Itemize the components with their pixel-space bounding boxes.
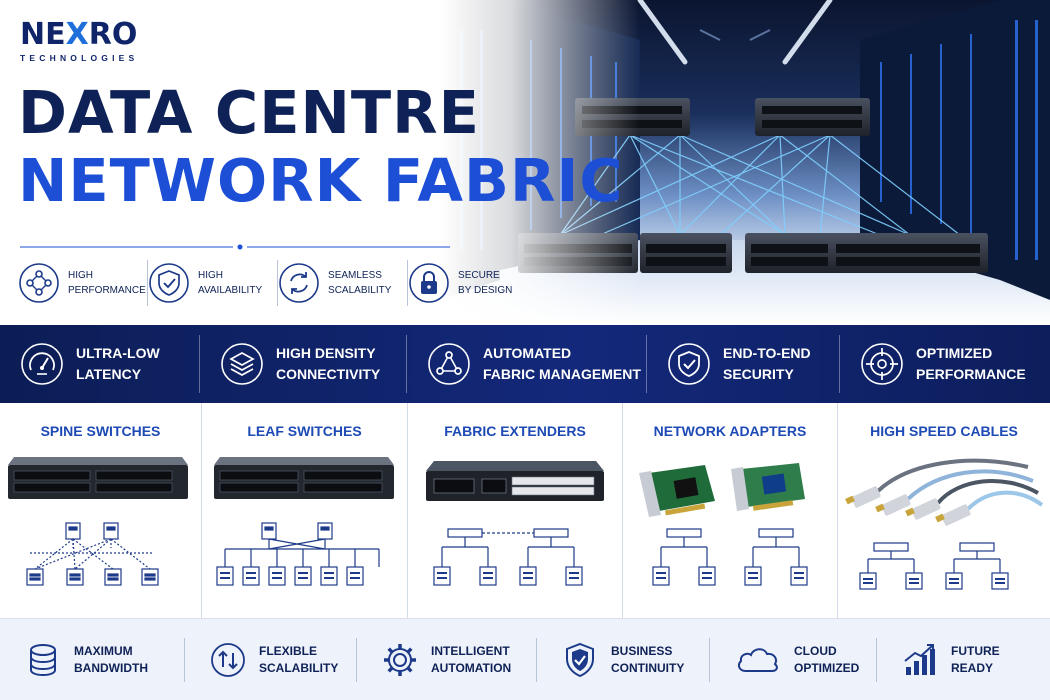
feature-label: SEAMLESS SCALABILITY xyxy=(328,270,392,296)
product-high-speed-cables[interactable]: HIGH SPEED CABLES xyxy=(838,403,1050,618)
hero-title-line2: NETWORK FABRIC xyxy=(18,146,624,215)
value-strip: MAXIMUM BANDWIDTH FLEXIBLE SCALABILITY xyxy=(0,618,1050,700)
product-title: FABRIC EXTENDERS xyxy=(444,423,586,439)
adapter-diagram xyxy=(652,528,808,586)
band-item-automation: AUTOMATED FABRIC MANAGEMENT xyxy=(407,335,647,393)
shield-check-icon xyxy=(149,263,189,303)
cable-diagram xyxy=(859,542,1009,590)
target-icon xyxy=(861,343,903,385)
value-item-scalability: FLEXIBLE SCALABILITY xyxy=(185,637,357,682)
hero-section: NEXRO TECHNOLOGIES DATA CENTRE NETWORK F… xyxy=(0,0,1050,325)
product-fabric-extenders[interactable]: FABRIC EXTENDERS xyxy=(408,403,623,618)
product-title: LEAF SWITCHES xyxy=(247,423,362,439)
product-title: NETWORK ADAPTERS xyxy=(653,423,807,439)
feature-label: SECURE BY DESIGN xyxy=(458,270,513,296)
product-network-adapters[interactable]: NETWORK ADAPTERS xyxy=(623,403,838,618)
band-label: ULTRA-LOW LATENCY xyxy=(76,345,160,382)
title-divider xyxy=(20,244,450,250)
value-label: CLOUD OPTIMIZED xyxy=(794,643,860,675)
fabric-extender-image xyxy=(426,461,604,501)
value-item-cloud: CLOUD OPTIMIZED xyxy=(710,637,877,682)
product-spine-switches[interactable]: SPINE SWITCHES xyxy=(0,403,202,618)
logo-word-x: X xyxy=(65,17,89,52)
band-label: AUTOMATED FABRIC MANAGEMENT xyxy=(483,345,641,382)
network-adapter-cards-image xyxy=(639,463,805,517)
value-label: BUSINESS CONTINUITY xyxy=(611,643,685,675)
hero-title-line1: DATA CENTRE xyxy=(18,78,480,147)
shield-check-icon xyxy=(566,642,594,677)
cloud-icon xyxy=(737,647,778,672)
database-icon xyxy=(30,643,56,676)
value-item-automation: INTELLIGENT AUTOMATION xyxy=(357,637,537,682)
up-down-arrows-icon xyxy=(211,642,245,677)
extender-diagram xyxy=(433,528,583,586)
feature-label: HIGH AVAILABILITY xyxy=(198,270,263,296)
feature-high-availability: HIGH AVAILABILITY xyxy=(148,260,279,306)
band-label: HIGH DENSITY CONNECTIVITY xyxy=(276,345,381,382)
feature-high-performance: HIGH PERFORMANCE xyxy=(18,260,149,306)
band-item-latency: ULTRA-LOW LATENCY xyxy=(0,335,200,393)
feature-label: HIGH PERFORMANCE xyxy=(68,270,146,296)
value-label: FLEXIBLE SCALABILITY xyxy=(259,643,339,675)
band-label: END-TO-END SECURITY xyxy=(723,345,811,382)
hero-features: HIGH PERFORMANCE HIGH AVAILABILITY xyxy=(18,260,538,306)
gear-icon xyxy=(384,643,416,676)
benefits-band: ULTRA-LOW LATENCY HIGH DENSITY CONNECTIV… xyxy=(0,325,1050,403)
network-nodes-icon xyxy=(19,263,59,303)
band-item-performance: OPTIMIZED PERFORMANCE xyxy=(840,335,1050,393)
spine-switch-image xyxy=(8,457,188,499)
refresh-cycle-icon xyxy=(279,263,319,303)
padlock-icon xyxy=(409,263,449,303)
feature-seamless-scalability: SEAMLESS SCALABILITY xyxy=(278,260,409,306)
value-item-continuity: BUSINESS CONTINUITY xyxy=(537,637,710,682)
value-item-bandwidth: MAXIMUM BANDWIDTH xyxy=(0,637,185,682)
triangle-network-icon xyxy=(428,343,470,385)
product-title: SPINE SWITCHES xyxy=(40,423,161,439)
logo-word-suffix: RO xyxy=(88,17,138,52)
logo-tagline: TECHNOLOGIES xyxy=(20,53,139,63)
value-label: FUTURE READY xyxy=(951,643,1000,675)
band-label: OPTIMIZED PERFORMANCE xyxy=(916,345,1026,382)
value-item-future: FUTURE READY xyxy=(877,638,1050,682)
value-label: MAXIMUM BANDWIDTH xyxy=(74,643,148,675)
high-speed-cables-image xyxy=(845,458,1044,526)
growth-chart-icon xyxy=(904,643,935,675)
leaf-topology-diagram xyxy=(216,522,380,586)
layers-icon xyxy=(221,343,263,385)
spine-leaf-diagram xyxy=(26,522,159,586)
speedometer-icon xyxy=(21,343,63,385)
logo-word-prefix: NE xyxy=(20,17,66,52)
value-label: INTELLIGENT AUTOMATION xyxy=(431,643,512,675)
product-categories: SPINE SWITCHES xyxy=(0,403,1050,618)
product-title: HIGH SPEED CABLES xyxy=(870,423,1018,439)
band-item-density: HIGH DENSITY CONNECTIVITY xyxy=(200,335,407,393)
leaf-switch-image xyxy=(214,457,394,499)
shield-check-icon xyxy=(668,343,710,385)
feature-secure-by-design: SECURE BY DESIGN xyxy=(408,260,538,306)
product-leaf-switches[interactable]: LEAF SWITCHES xyxy=(202,403,408,618)
brand-logo[interactable]: NEXRO TECHNOLOGIES xyxy=(20,17,139,64)
band-item-security: END-TO-END SECURITY xyxy=(647,335,840,393)
